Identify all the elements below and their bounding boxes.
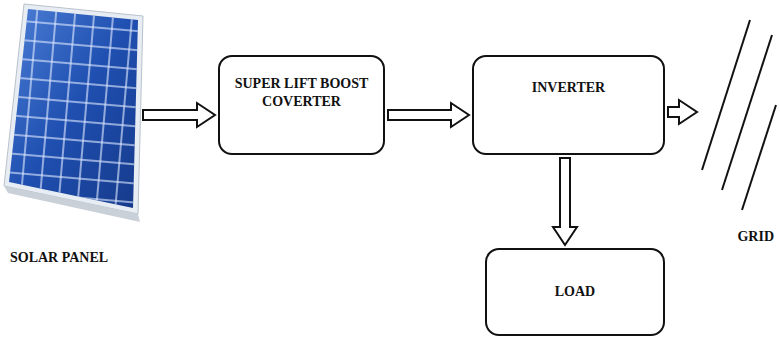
block-arrow (388, 103, 469, 127)
grid-line (722, 35, 772, 190)
panel-edge (4, 186, 140, 222)
inverter-box: INVERTER (472, 55, 665, 155)
node-label: INVERTER (532, 79, 605, 97)
load-box: LOAD (485, 248, 665, 336)
block-arrow (143, 103, 215, 127)
node-label: SOLAR PANEL (8, 249, 110, 267)
grid-lines (702, 20, 776, 210)
block-arrow (668, 100, 697, 124)
block-arrow (553, 158, 577, 245)
grid: GRID (700, 10, 776, 250)
panel-cells (0, 0, 160, 230)
node-label: GRID (735, 228, 776, 246)
grid-line (742, 105, 776, 210)
solar-panel: SOLAR PANEL (5, 5, 140, 267)
node-label: SUPER LIFT BOOST COVERTER (228, 75, 375, 111)
converter-box: SUPER LIFT BOOST COVERTER (218, 55, 385, 155)
node-label: LOAD (555, 283, 595, 301)
solar-panel-picture (0, 0, 160, 230)
grid-line (702, 20, 750, 170)
